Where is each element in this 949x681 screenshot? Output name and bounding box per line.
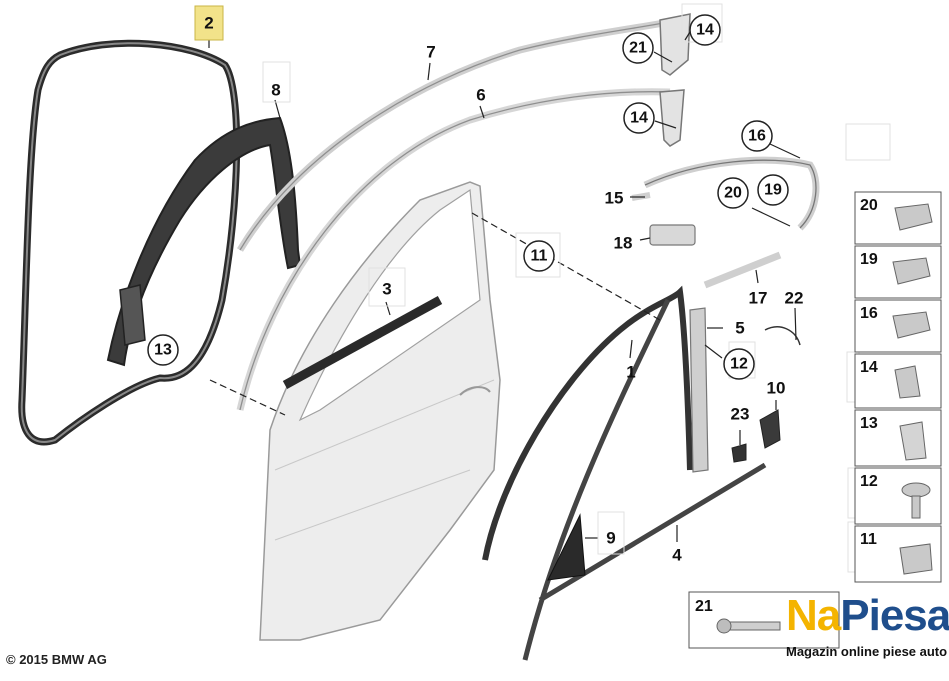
logo-tagline: Magazin online piese auto	[786, 644, 948, 659]
panel-cell-12: 12	[854, 467, 942, 525]
callout-15: 15	[605, 189, 624, 208]
triangle-trim-part	[547, 513, 586, 581]
bracket-part-18	[649, 224, 696, 246]
svg-text:21: 21	[695, 598, 713, 615]
callout-14-middle: 14	[623, 102, 655, 134]
a-pillar-seal-part	[482, 285, 693, 561]
callout-18: 18	[614, 234, 633, 253]
svg-text:19: 19	[764, 182, 782, 199]
callout-17: 17	[749, 289, 768, 308]
window-channel-strip	[282, 296, 443, 389]
napiesa-logo: NaPiesa Magazin online piese auto	[786, 590, 949, 672]
svg-text:20: 20	[724, 185, 742, 202]
highlight-box-part-2	[194, 5, 224, 41]
panel-cell-14: 14	[854, 353, 942, 409]
callout-11: 11	[523, 240, 555, 272]
sill-strip	[538, 462, 767, 603]
logo-na-text: Na	[786, 591, 841, 640]
svg-text:16: 16	[860, 305, 878, 322]
panel-cell-21: 21	[688, 591, 840, 649]
svg-text:21: 21	[629, 40, 647, 57]
callout-6: 6	[476, 86, 485, 105]
svg-text:13: 13	[860, 415, 878, 432]
callout-14-top: 14	[689, 14, 721, 46]
callout-1: 1	[626, 363, 635, 382]
svg-text:14: 14	[696, 22, 714, 39]
callout-2: 2	[204, 14, 213, 33]
svg-text:13: 13	[154, 342, 172, 359]
svg-text:14: 14	[630, 110, 648, 127]
panel-cell-13: 13	[854, 409, 942, 467]
label-frames	[262, 3, 891, 573]
svg-text:16: 16	[748, 128, 766, 145]
callout-23: 23	[731, 405, 750, 424]
svg-text:11: 11	[531, 248, 548, 265]
callout-leaders	[208, 31, 801, 542]
logo-wordmark: NaPiesa	[786, 590, 949, 642]
callout-20: 20	[717, 177, 749, 209]
bracket-part-23	[731, 443, 747, 463]
callout-19: 19	[757, 174, 789, 206]
door-seal-part	[18, 39, 241, 446]
panel-cell-16: 16	[854, 299, 942, 353]
callout-9: 9	[606, 529, 615, 548]
logo-piesa-text: Piesa	[840, 591, 949, 640]
panel-cell-20: 20	[854, 191, 942, 245]
callout-10: 10	[767, 379, 786, 398]
panel-cell-11: 11	[854, 525, 942, 583]
panel-cell-19: 19	[854, 245, 942, 299]
svg-text:11: 11	[860, 531, 877, 548]
callout-22: 22	[785, 289, 804, 308]
callout-5: 5	[735, 319, 744, 338]
callout-4: 4	[672, 546, 682, 565]
fastener-parts-panel: 20 19 16 14 13 12	[854, 191, 942, 583]
callout-13: 13	[147, 334, 179, 366]
bracket-part-10	[759, 409, 781, 449]
svg-text:19: 19	[860, 251, 878, 268]
svg-text:12: 12	[730, 356, 748, 373]
svg-text:20: 20	[860, 197, 878, 214]
callout-12: 12	[723, 348, 755, 380]
callout-7: 7	[426, 43, 435, 62]
callout-16: 16	[741, 120, 773, 152]
callout-8: 8	[271, 81, 280, 100]
svg-text:14: 14	[860, 359, 878, 376]
svg-text:12: 12	[860, 473, 878, 490]
copyright-notice: © 2015 BMW AG	[6, 652, 107, 667]
callout-3: 3	[382, 280, 391, 299]
callout-21-top: 21	[622, 32, 654, 64]
leader-lines	[209, 212, 661, 416]
